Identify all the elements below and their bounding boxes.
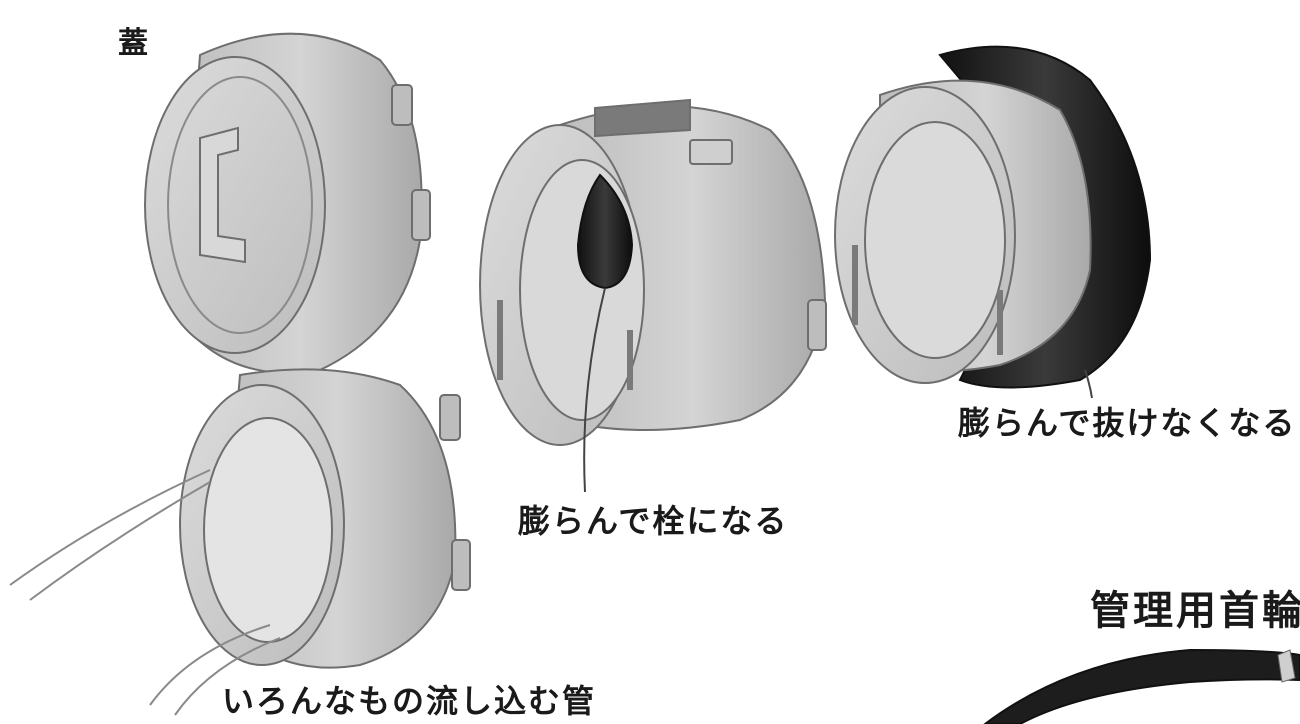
collar-title: 管理用首輪 <box>1090 588 1300 634</box>
lid-part <box>144 32 431 374</box>
lid-label: 蓋 <box>118 26 148 61</box>
collar-part <box>983 648 1300 724</box>
swollen-ring-part <box>834 45 1152 399</box>
plug-part <box>479 98 827 493</box>
tube-part <box>9 368 471 716</box>
swell-plug-label: 膨らんで栓になる <box>518 502 789 540</box>
tube-label: いろんなもの流し込む管 <box>222 682 597 720</box>
swell-stuck-label: 膨らんで抜けなくなる <box>958 404 1297 442</box>
